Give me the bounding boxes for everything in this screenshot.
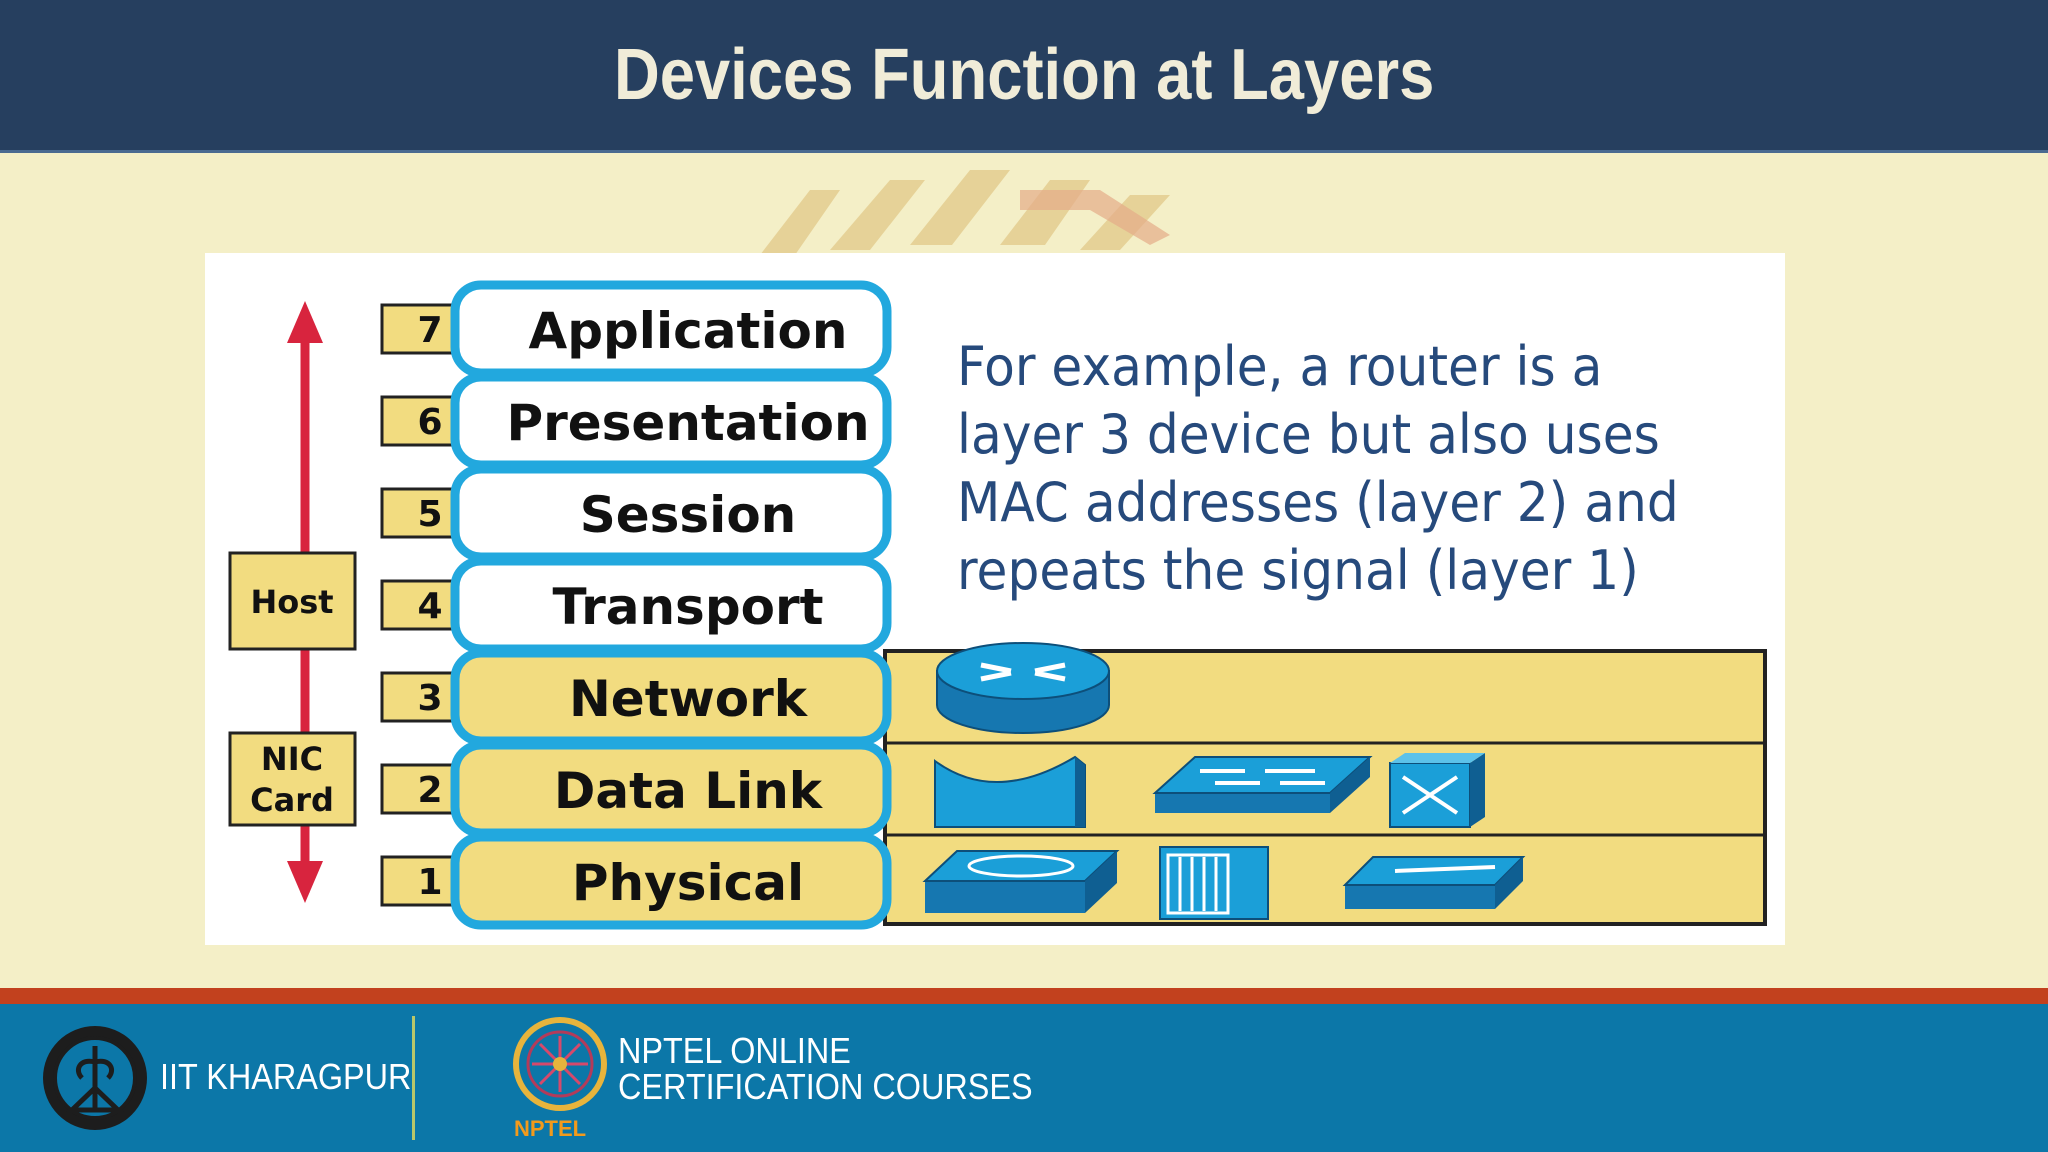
layer-name: Presentation	[506, 394, 869, 452]
layer-name: Data Link	[554, 762, 824, 820]
footer-stripe	[0, 988, 2048, 1004]
layer-number: 3	[417, 678, 442, 719]
layer-4: 4 Transport	[380, 556, 892, 654]
repeater-icon	[1342, 856, 1526, 909]
nptel-wordmark: NPTEL	[514, 1116, 587, 1141]
layer-number: 2	[417, 770, 442, 811]
layer-name: Session	[580, 486, 797, 544]
layer-1: 1 Physical	[380, 832, 892, 930]
patch-panel-icon	[1159, 846, 1269, 920]
layer-name: Physical	[572, 854, 804, 912]
footer: IIT KHARAGPUR NPTEL NPTEL ONLINE CERTIFI…	[0, 1004, 2048, 1152]
switch-icon	[1152, 756, 1373, 813]
watermark-logo	[760, 170, 1170, 255]
host-label: Host	[250, 583, 333, 621]
layer-name: Application	[529, 302, 848, 360]
osi-diagram: Host NIC Card 7 Application 6 Presentati…	[228, 280, 1767, 930]
title-bar: Devices Function at Layers	[0, 0, 2048, 153]
layer-name: Network	[569, 670, 809, 728]
example-text: For example, a router is a layer 3 devic…	[957, 335, 1679, 602]
layer-6: 6 Presentation	[380, 372, 892, 470]
layer-number: 4	[417, 586, 442, 627]
layer-number: 7	[417, 310, 442, 351]
footer-divider	[412, 1016, 415, 1140]
layer-number: 6	[417, 402, 442, 443]
layer-5: 5 Session	[380, 464, 892, 562]
nptel-logo-icon	[513, 1017, 607, 1111]
nic-label-line1: NIC	[261, 740, 323, 778]
iit-kharagpur-logo-icon	[43, 1026, 147, 1130]
atm-switch-icon	[1389, 753, 1485, 828]
layer-7: 7 Application	[380, 280, 892, 378]
layer-name: Transport	[552, 578, 823, 636]
layer-number: 5	[417, 494, 442, 535]
nptel-line2: CERTIFICATION COURSES	[618, 1066, 1033, 1107]
institute-name: IIT KHARAGPUR	[160, 1056, 412, 1097]
router-icon	[936, 642, 1110, 734]
hub-icon	[922, 850, 1120, 913]
nptel-line1: NPTEL ONLINE	[618, 1030, 851, 1071]
nic-label-line2: Card	[250, 781, 334, 819]
nic-card-box	[228, 731, 357, 827]
arrow-up-icon	[287, 301, 323, 343]
layer-2: 2 Data Link	[380, 740, 892, 838]
slide-title: Devices Function at Layers	[613, 35, 1435, 115]
diagram-panel: Host NIC Card 7 Application 6 Presentati…	[205, 253, 1785, 945]
host-box	[228, 551, 357, 651]
arrow-down-icon	[287, 861, 323, 903]
layer-3: 3 Network	[380, 648, 892, 746]
bridge-icon	[934, 755, 1086, 828]
layer-number: 1	[417, 862, 442, 903]
